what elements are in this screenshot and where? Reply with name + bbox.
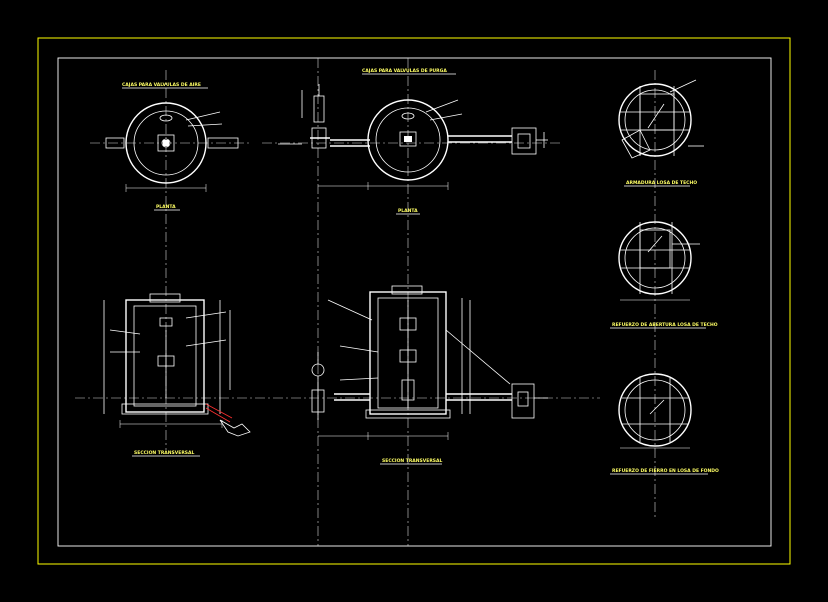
label-section-center: SECCION TRANSVERSAL (382, 458, 443, 464)
label-plan-left: PLANTA (156, 204, 176, 210)
section-air-valve-box: SECCION TRANSVERSAL (103, 293, 251, 457)
label-plan-center: PLANTA (398, 208, 418, 214)
plan-air-valve-box: PLANTA (105, 102, 239, 211)
detail-roof-opening: REFUERZO DE ABERTURA LOSA DE TECHO (610, 221, 718, 329)
detail-floor-slab: REFUERZO DE FIERRO EN LOSA DE FONDO (610, 373, 719, 475)
outer-frame (37, 37, 791, 565)
label-detail-bottom: REFUERZO DE FIERRO EN LOSA DE FONDO (612, 468, 719, 474)
label-section-left: SECCION TRANSVERSAL (134, 450, 195, 456)
section-purge-valve-box: SECCION TRANSVERSAL (311, 285, 548, 465)
label-detail-top: ARMADURA LOSA DE TECHO (626, 180, 697, 186)
inner-frame (57, 57, 772, 547)
title-center: CAJAS PARA VALVULAS DE PURGA (362, 68, 447, 74)
detail-roof-slab: ARMADURA LOSA DE TECHO (618, 79, 704, 187)
title-left: CAJAS PARA VALVULAS DE AIRE (122, 82, 201, 88)
plan-purge-valve-box: PLANTA (278, 84, 548, 215)
label-detail-mid: REFUERZO DE ABERTURA LOSA DE TECHO (612, 322, 718, 328)
